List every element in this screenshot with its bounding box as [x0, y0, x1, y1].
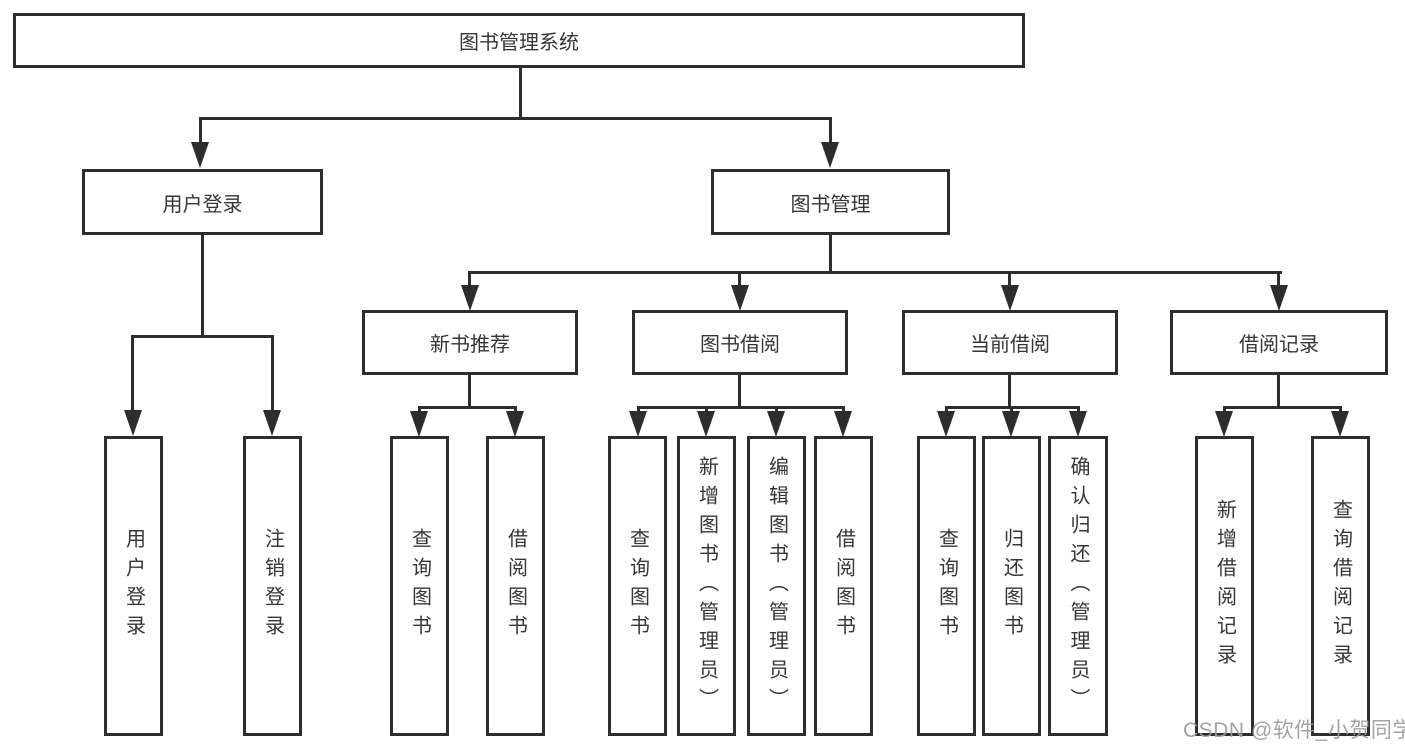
node-leaf-confirm-return-admin: 确认归还（管理员） [1048, 436, 1108, 736]
node-label: 查询图书 [408, 528, 431, 644]
node-label: 用户登录 [162, 193, 243, 216]
arrowhead-level3-icon [461, 285, 479, 311]
node-borrowing-records: 借阅记录 [1170, 310, 1388, 375]
node-label: 查询图书 [626, 528, 649, 644]
node-label: 确认归还（管理员） [1067, 455, 1089, 717]
node-leaf-edit-book-admin: 编辑图书（管理员） [747, 436, 806, 736]
node-label: 借阅图书 [832, 528, 855, 644]
arrowhead-book-mgmt-icon [821, 142, 839, 168]
node-leaf-borrow-books-recommend: 借阅图书 [486, 436, 545, 736]
arrowhead-leaf-icon [410, 411, 428, 437]
node-current-borrowing: 当前借阅 [902, 310, 1118, 375]
connector-user-login-drop [199, 117, 202, 145]
connector-group-bar-recommend [418, 406, 517, 409]
node-label: 图书借阅 [700, 334, 780, 356]
node-leaf-query-books-recommend: 查询图书 [390, 436, 449, 736]
node-label: 用户登录 [122, 528, 145, 644]
node-leaf-borrow-books-borrowing: 借阅图书 [814, 436, 873, 736]
node-label: 新增图书（管理员） [695, 455, 718, 717]
node-label: 查询借阅记录 [1329, 499, 1352, 673]
node-label: 借阅记录 [1239, 334, 1319, 356]
node-label: 图书管理 [790, 193, 871, 216]
node-root-book-management-system: 图书管理系统 [13, 13, 1025, 68]
connector-level3-drop [1008, 271, 1011, 287]
node-label: 图书管理系统 [459, 32, 579, 54]
connector-group-stem [468, 373, 471, 409]
connector-root-stem [519, 66, 522, 119]
arrowhead-level3-icon [1001, 285, 1019, 311]
node-leaf-add-book-admin: 新增图书（管理员） [677, 436, 736, 736]
arrowhead-leaf-icon [1069, 411, 1087, 437]
connector-level1-bar [199, 117, 832, 120]
connector-group-stem [738, 373, 741, 409]
connector-book-mgmt-drop [829, 117, 832, 145]
node-label: 归还图书 [1000, 528, 1023, 644]
arrowhead-user-login-icon [191, 142, 209, 168]
node-label: 当前借阅 [970, 334, 1050, 356]
arrowhead-leaf-icon [1331, 411, 1349, 437]
arrowhead-leaf-icon [697, 411, 715, 437]
arrowhead-leaf-icon [767, 411, 785, 437]
connector-group-stem [1277, 373, 1280, 409]
connector-level3-drop [468, 271, 471, 287]
arrowhead-leaf-icon [937, 411, 955, 437]
arrowhead-leaf-icon [124, 410, 142, 436]
node-label: 编辑图书（管理员） [765, 455, 788, 717]
connector-leaf-drop [271, 335, 274, 413]
node-leaf-query-books-current: 查询图书 [917, 436, 976, 736]
arrowhead-leaf-icon [1215, 411, 1233, 437]
connector-group-bar-records [1223, 406, 1342, 409]
node-leaf-query-books-borrowing: 查询图书 [608, 436, 667, 736]
node-leaf-query-borrow-record: 查询借阅记录 [1311, 436, 1370, 736]
arrowhead-leaf-icon [834, 411, 852, 437]
node-label: 新增借阅记录 [1213, 499, 1236, 673]
node-new-book-recommendation: 新书推荐 [362, 310, 578, 375]
node-book-management: 图书管理 [711, 169, 950, 235]
connector-group-stem [1008, 373, 1011, 409]
csdn-watermark: CSDN @软件_小贺同学 [1183, 719, 1405, 742]
node-label: 注销登录 [261, 528, 284, 644]
connector-user-login-stem [201, 233, 204, 338]
arrowhead-leaf-icon [506, 411, 524, 437]
node-book-borrowing: 图书借阅 [632, 310, 848, 375]
connector-user-group-bar [131, 335, 274, 338]
arrowhead-level3-icon [1270, 285, 1288, 311]
connector-level3-bar [469, 271, 1282, 274]
node-label: 查询图书 [935, 528, 958, 644]
node-label: 借阅图书 [504, 528, 527, 644]
node-leaf-add-borrow-record: 新增借阅记录 [1195, 436, 1254, 736]
connector-level3-drop [738, 271, 741, 287]
node-user-login: 用户登录 [82, 169, 323, 235]
node-leaf-return-book: 归还图书 [982, 436, 1041, 736]
connector-leaf-drop [131, 335, 134, 413]
node-label: 新书推荐 [430, 334, 510, 356]
connector-group-bar-borrowing [637, 406, 845, 409]
connector-book-mgmt-stem [829, 233, 832, 274]
arrowhead-leaf-icon [629, 411, 647, 437]
node-leaf-logout: 注销登录 [243, 436, 302, 736]
node-leaf-user-login: 用户登录 [104, 436, 163, 736]
connector-level3-drop [1277, 271, 1280, 287]
arrowhead-leaf-icon [1002, 411, 1020, 437]
arrowhead-level3-icon [731, 285, 749, 311]
arrowhead-leaf-icon [263, 410, 281, 436]
